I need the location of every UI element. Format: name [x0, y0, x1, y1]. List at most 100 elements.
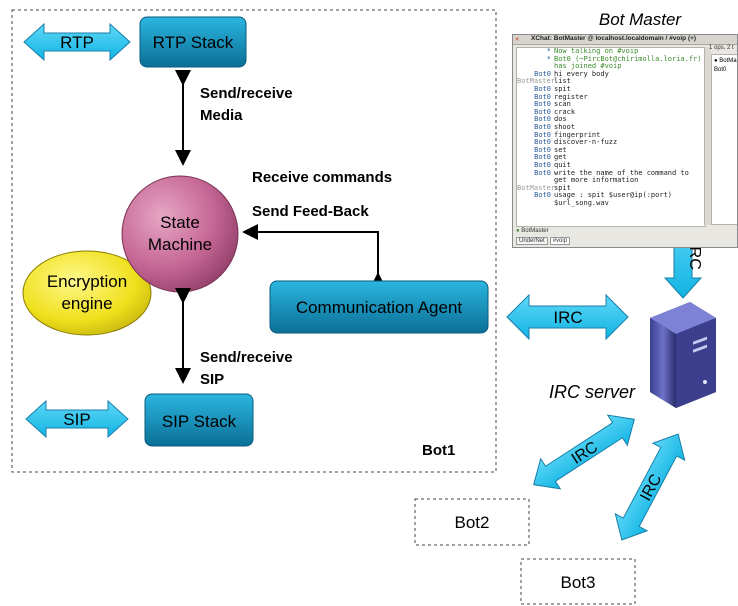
chat-message: discover-n-fuzz [554, 138, 618, 147]
xchat-app-icon: ✕ [515, 35, 520, 43]
send-feedback-label: Send Feed-Back [252, 203, 369, 220]
xchat-input-nick: BotMaster [521, 228, 549, 234]
chat-nick: Bot0 [534, 145, 551, 154]
chat-line: get more information [517, 176, 705, 185]
xchat-ops-count: 1 ops, 2 t [709, 45, 734, 51]
sip-label-1: Send/receive [200, 349, 293, 366]
sip-arrow: SIP [25, 399, 129, 439]
bot-master-title: Bot Master [599, 10, 683, 29]
feedback-connector [242, 224, 386, 288]
rtp-stack-box: RTP Stack [139, 16, 247, 68]
xchat-input-row[interactable]: ● BotMaster [516, 228, 549, 234]
irc-server-icon [650, 302, 716, 408]
chat-nick: Bot0 [534, 191, 551, 200]
chat-nick: Bot0 [534, 84, 551, 93]
chat-message: dos [554, 115, 567, 124]
receive-commands-label: Receive commands [252, 169, 392, 186]
irc-server-label: IRC server [549, 382, 636, 402]
chat-message: set [554, 145, 567, 154]
chat-message: shoot [554, 122, 576, 131]
rtp-arrow: RTP [23, 22, 131, 62]
svg-text:Encryption: Encryption [47, 272, 127, 291]
bot1-label: Bot1 [422, 442, 455, 459]
chat-message: get more information [554, 176, 639, 185]
chat-nick: Bot0 [534, 138, 551, 147]
chat-message: $url_song.wav [554, 198, 609, 207]
chat-message: fingerprint [554, 130, 601, 139]
xchat-window: ✕ XChat: BotMaster @ localhost.localdoma… [512, 34, 738, 248]
svg-text:Bot3: Bot3 [561, 573, 596, 592]
chat-nick: Bot0 [534, 153, 551, 162]
chat-line: *Bot0 (~PircBot@chirimolla.loria.fr) [517, 54, 705, 64]
chat-line: has joined #voip [517, 63, 705, 71]
chat-message: hi every body [554, 69, 609, 78]
bot1-container [11, 9, 497, 473]
chat-message: register [554, 92, 588, 101]
bot3-box: Bot3 [520, 558, 636, 605]
state-machine: State Machine [121, 175, 239, 293]
svg-text:IRC: IRC [553, 308, 582, 327]
chat-nick: Bot0 [534, 107, 551, 116]
svg-text:State: State [160, 213, 200, 232]
chat-line: *Now talking on #voip [517, 48, 705, 56]
chat-nick: BotMaster [517, 77, 555, 86]
media-label-2: Media [200, 107, 243, 124]
chat-nick: Bot0 [534, 115, 551, 124]
chat-message: spit [554, 84, 571, 93]
chat-nick: Bot0 [534, 168, 551, 177]
chat-message: get [554, 153, 567, 162]
chat-message: quit [554, 160, 571, 169]
chat-nick: * [546, 54, 551, 63]
chat-message: write the name of the command to [554, 168, 689, 177]
user-list-item[interactable]: ● BotMast [714, 58, 737, 64]
irc-arrow-diagonal-left: IRC [533, 414, 635, 490]
chat-nick: Bot0 [534, 130, 551, 139]
svg-text:SIP: SIP [63, 410, 90, 429]
chat-message: usage : spit $user@ip(:port) [554, 191, 673, 200]
chat-message: list [554, 77, 571, 86]
svg-text:Bot2: Bot2 [455, 513, 490, 532]
chat-nick: Bot0 [534, 160, 551, 169]
irc-arrow-diagonal-right: IRC [614, 433, 686, 541]
user-list-item[interactable]: Bot0 [714, 67, 727, 73]
xchat-message-log[interactable]: *Now talking on #voip*Bot0 (~PircBot@chi… [516, 47, 706, 227]
xchat-tab-bar: UnderNet#voip [516, 237, 571, 245]
svg-text:RTP: RTP [60, 33, 94, 52]
chat-nick [517, 200, 554, 208]
chat-nick: * [546, 47, 551, 55]
svg-text:IRC: IRC [686, 242, 703, 270]
xchat-tab[interactable]: #voip [549, 237, 571, 245]
chat-message: has joined #voip [554, 62, 622, 71]
chat-message: crack [554, 107, 576, 116]
xchat-user-list[interactable]: ● BotMastBot0 [711, 54, 737, 225]
chat-nick: BotMaster [517, 183, 555, 192]
chat-message: Bot0 (~PircBot@chirimolla.loria.fr) [554, 54, 702, 63]
media-label-1: Send/receive [200, 85, 293, 102]
sip-stack-box: SIP Stack [144, 393, 254, 447]
svg-text:Communication Agent: Communication Agent [296, 298, 463, 317]
communication-agent-box: Communication Agent [269, 280, 489, 334]
svg-text:Machine: Machine [148, 235, 212, 254]
irc-arrow-horizontal: IRC [506, 293, 629, 341]
chat-line: $url_song.wav [517, 198, 705, 208]
chat-nick: Bot0 [534, 69, 551, 78]
encryption-engine: Encryption engine [22, 250, 152, 336]
xchat-tab[interactable]: UnderNet [516, 237, 548, 245]
xchat-scrollbar[interactable] [704, 47, 711, 225]
xchat-titlebar: ✕ XChat: BotMaster @ localhost.localdoma… [513, 35, 737, 45]
chat-nick: Bot0 [534, 92, 551, 101]
